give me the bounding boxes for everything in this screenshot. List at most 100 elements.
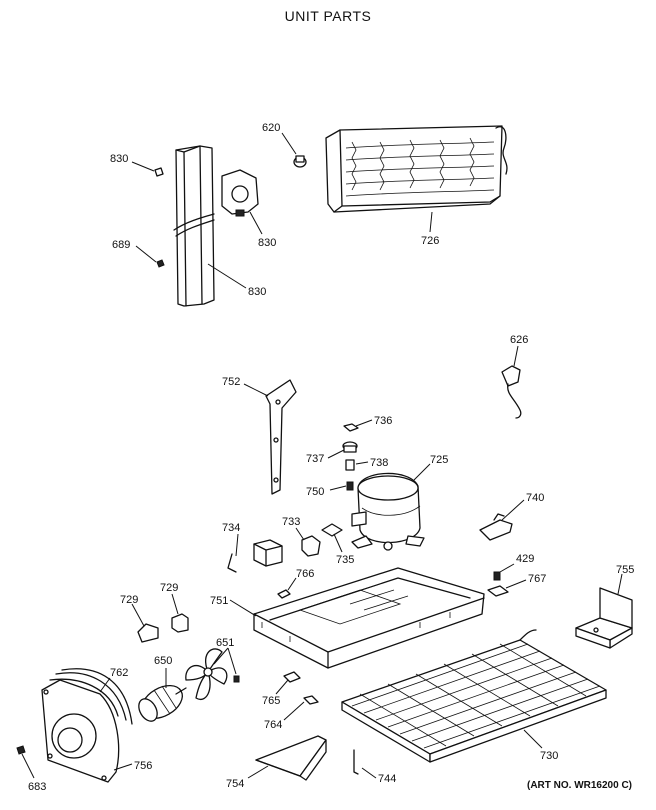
leader-730 [523,729,543,749]
screw-part-830 [154,167,164,177]
part-label-729-b: 729 [160,582,178,594]
part-label-620: 620 [262,122,280,134]
part-label-755: 755 [616,564,634,576]
leader-620 [281,132,297,155]
leader-756 [113,763,133,771]
leader-651-b [213,647,229,665]
leader-735 [333,533,343,553]
part-label-736: 736 [374,415,392,427]
part-label-737: 737 [306,453,324,465]
drain-pan-part [255,735,327,781]
leader-830-duct [207,263,247,289]
fan-shroud-part [41,668,133,783]
clip-part-766 [277,589,291,599]
compressor-part [351,472,425,551]
part-label-752: 752 [222,376,240,388]
condenser-coil-part [341,629,607,763]
page-title: UNIT PARTS [284,8,372,24]
part-label-767: 767 [528,573,546,585]
leader-729-right [171,593,179,615]
part-label-650: 650 [154,655,172,667]
part-label-735: 735 [336,554,354,566]
part-label-766: 766 [296,568,314,580]
part-label-730: 730 [540,750,558,762]
grommet-stack-part [342,423,359,491]
leader-725 [413,463,431,481]
part-label-738: 738 [370,457,388,469]
part-label-729-a: 729 [120,594,138,606]
leader-765 [275,679,289,695]
strap-bracket-part-752 [265,379,297,495]
leader-736 [355,419,373,427]
part-label-683: 683 [28,781,46,793]
leader-830-screw [131,161,155,172]
evaporator-part [325,125,508,213]
leader-754 [247,765,269,779]
bracket-part-755 [575,587,633,649]
part-label-725: 725 [430,454,448,466]
clip-part-740 [479,513,513,541]
leader-651 [227,647,237,675]
leader-726 [429,211,433,233]
part-label-651: 651 [216,637,234,649]
art-number: (ART NO. WR16200 C) [526,780,632,791]
part-label-689: 689 [112,239,130,251]
leader-738 [355,461,369,465]
leader-429 [499,563,515,573]
fan-blade-part [185,648,240,700]
leader-729-left [131,603,145,627]
part-label-830-b: 830 [258,237,276,249]
base-pan-part [253,567,485,669]
bracket-part-729-right [171,613,189,633]
clip-part-764 [303,695,319,705]
part-label-726: 726 [421,235,439,247]
part-label-626: 626 [510,334,528,346]
leader-766 [287,577,297,591]
part-label-740: 740 [526,492,544,504]
part-label-830-c: 830 [248,286,266,298]
relay-part-734 [227,539,283,573]
leader-762 [99,677,111,693]
part-label-733: 733 [282,516,300,528]
part-label-429: 429 [516,553,534,565]
leader-733 [295,527,305,541]
leader-689 [135,245,157,263]
clip-part-735 [321,523,343,537]
screw-part-429 [493,571,501,581]
part-label-762: 762 [110,667,128,679]
screw-part-689 [156,259,165,268]
part-label-764: 764 [264,719,282,731]
leader-626 [513,345,519,367]
leader-752 [243,383,269,397]
leader-750 [329,485,347,491]
part-label-751: 751 [210,595,228,607]
screw-part-683 [16,745,26,755]
bracket-part-729-left [137,623,159,643]
part-label-765: 765 [262,695,280,707]
leader-755 [617,573,623,595]
fan-motor-bracket-part [221,169,259,217]
leader-737 [327,449,345,459]
cap-part-620 [293,155,307,168]
air-duct-part [173,145,215,307]
part-label-830-a: 830 [110,153,128,165]
leader-683 [21,753,35,779]
part-label-754: 754 [226,778,244,790]
part-label-750: 750 [306,486,324,498]
leader-740 [501,499,525,521]
overload-part-733 [301,535,321,557]
part-label-744: 744 [378,773,396,785]
thermostat-part-626 [501,365,522,419]
leader-767 [505,579,527,589]
leader-764 [283,701,305,721]
leader-751 [229,599,257,617]
leader-734 [235,533,239,557]
leader-744 [361,767,377,779]
part-label-734: 734 [222,522,240,534]
fan-motor-part [138,684,187,722]
clip-part-767 [487,585,509,597]
clip-part-765 [283,671,301,683]
leader-830-bracket [249,211,263,235]
part-label-756: 756 [134,760,152,772]
